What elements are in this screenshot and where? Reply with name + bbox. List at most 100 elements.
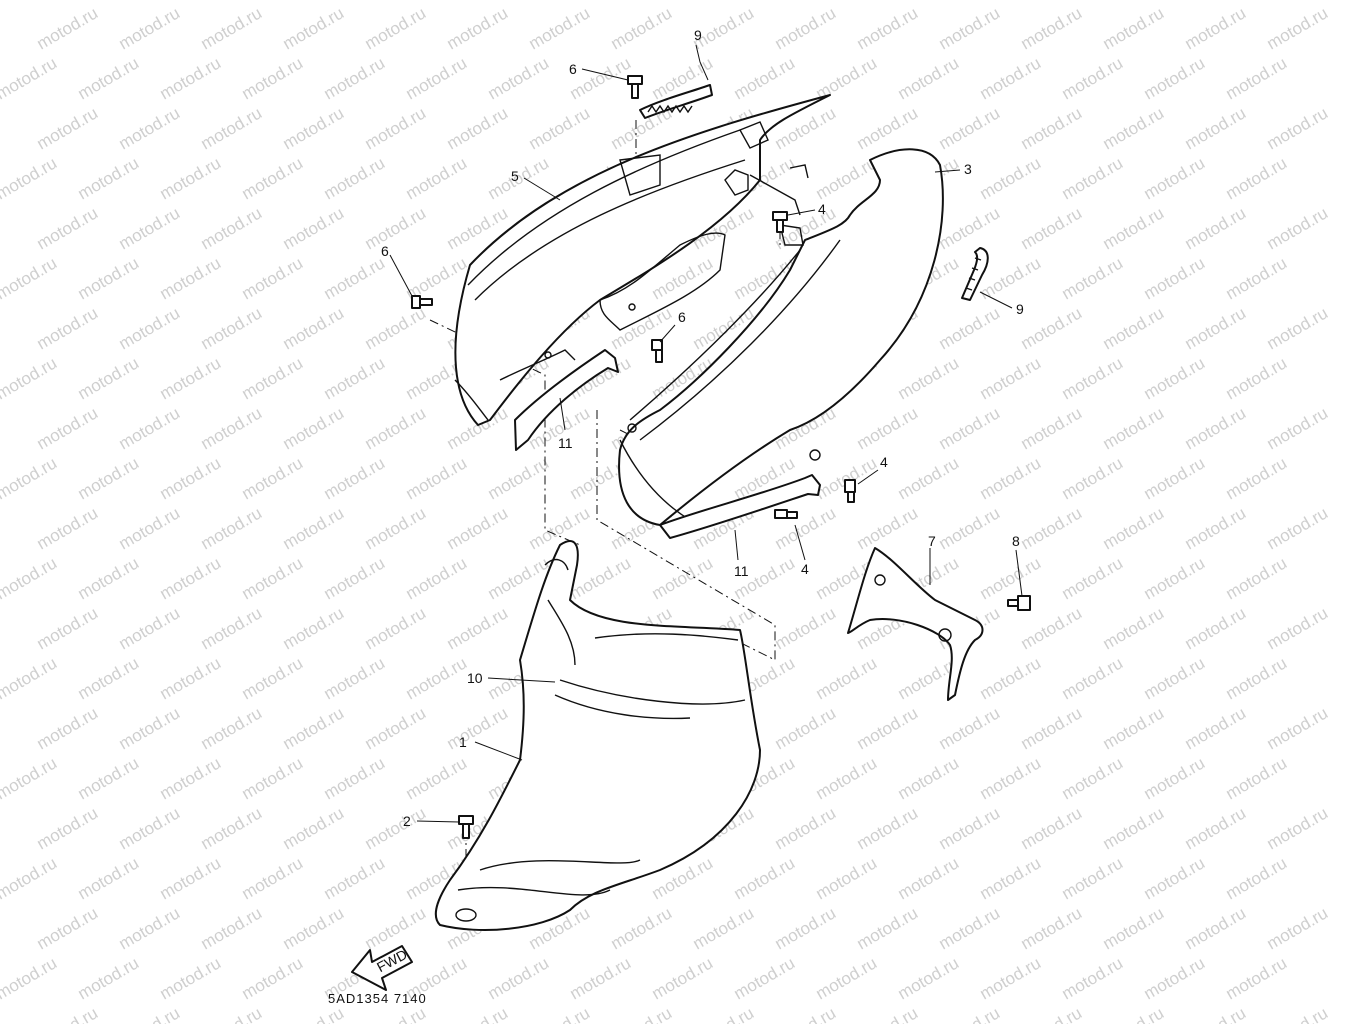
watermark-text: motod.ru <box>854 503 922 553</box>
watermark-text: motod.ru <box>0 0 60 3</box>
watermark-text: motod.ru <box>75 253 143 303</box>
callout-6: 6 <box>569 61 577 77</box>
watermark-text: motod.ru <box>34 203 102 253</box>
watermark-text: motod.ru <box>239 953 307 1003</box>
watermark-text: motod.ru <box>198 603 266 653</box>
watermark-text: motod.ru <box>813 653 881 703</box>
watermark-text: motod.ru <box>116 903 184 953</box>
watermark-text: motod.ru <box>895 0 963 3</box>
watermark-text: motod.ru <box>198 303 266 353</box>
watermark-text: motod.ru <box>157 953 225 1003</box>
watermark-text: motod.ru <box>649 953 717 1003</box>
watermark-text: motod.ru <box>116 803 184 853</box>
watermark-text: motod.ru <box>731 53 799 103</box>
bracket <box>847 547 984 701</box>
callout-6: 6 <box>381 243 389 259</box>
watermark-text: motod.ru <box>34 603 102 653</box>
watermark-text: motod.ru <box>157 453 225 503</box>
watermark-text: motod.ru <box>239 253 307 303</box>
watermark-text: motod.ru <box>936 903 1004 953</box>
watermark-text: motod.ru <box>321 653 389 703</box>
watermark-text: motod.ru <box>239 853 307 903</box>
watermark-text: motod.ru <box>403 153 471 203</box>
watermark-text: motod.ru <box>280 203 348 253</box>
watermark-text: motod.ru <box>649 0 717 3</box>
watermark-text: motod.ru <box>772 703 840 753</box>
watermark-text: motod.ru <box>321 853 389 903</box>
watermark-text: motod.ru <box>854 403 922 453</box>
watermark-text: motod.ru <box>813 953 881 1003</box>
fwd-arrow: FWD <box>351 945 413 991</box>
watermark-text: motod.ru <box>75 853 143 903</box>
watermark-text: motod.ru <box>1182 1003 1250 1024</box>
watermark-text: motod.ru <box>321 153 389 203</box>
watermark-text: motod.ru <box>1141 553 1209 603</box>
watermark-text: motod.ru <box>485 453 553 503</box>
watermark-text: motod.ru <box>1223 0 1291 3</box>
watermark-text: motod.ru <box>0 853 60 903</box>
watermark-text: motod.ru <box>116 503 184 553</box>
watermark-text: motod.ru <box>977 53 1045 103</box>
watermark-text: motod.ru <box>1018 103 1086 153</box>
watermark-text: motod.ru <box>1100 603 1168 653</box>
watermark-text: motod.ru <box>649 553 717 603</box>
watermark-text: motod.ru <box>1182 103 1250 153</box>
watermark-text: motod.ru <box>1100 103 1168 153</box>
watermark-text: motod.ru <box>280 503 348 553</box>
watermark-text: motod.ru <box>116 303 184 353</box>
watermark-text: motod.ru <box>34 803 102 853</box>
watermark-text: motod.ru <box>444 703 512 753</box>
watermark-text: motod.ru <box>1059 253 1127 303</box>
watermark-text: motod.ru <box>0 553 60 603</box>
watermark-text: motod.ru <box>1018 903 1086 953</box>
watermark-text: motod.ru <box>157 253 225 303</box>
watermark-text: motod.ru <box>1264 1003 1332 1024</box>
watermark-text: motod.ru <box>977 553 1045 603</box>
watermark-text: motod.ru <box>280 1003 348 1024</box>
watermark-text: motod.ru <box>526 3 594 53</box>
watermark-text: motod.ru <box>1100 803 1168 853</box>
watermark-text: motod.ru <box>116 3 184 53</box>
watermark-text: motod.ru <box>1141 453 1209 503</box>
watermark-text: motod.ru <box>772 3 840 53</box>
watermark-text: motod.ru <box>0 753 60 803</box>
watermark-text: motod.ru <box>75 953 143 1003</box>
watermark-text: motod.ru <box>977 753 1045 803</box>
watermark-text: motod.ru <box>936 803 1004 853</box>
watermark-text: motod.ru <box>34 303 102 353</box>
watermark-text: motod.ru <box>116 603 184 653</box>
watermark-text: motod.ru <box>0 53 60 103</box>
watermark-text: motod.ru <box>1182 303 1250 353</box>
watermark-text: motod.ru <box>731 853 799 903</box>
watermark-text: motod.ru <box>75 153 143 203</box>
watermark-text: motod.ru <box>526 103 594 153</box>
watermark-text: motod.ru <box>321 753 389 803</box>
watermark-text: motod.ru <box>239 153 307 203</box>
watermark-text: motod.ru <box>1018 403 1086 453</box>
callout-1: 1 <box>459 734 467 750</box>
watermark-text: motod.ru <box>1018 3 1086 53</box>
watermark-text: motod.ru <box>895 953 963 1003</box>
watermark-text: motod.ru <box>854 903 922 953</box>
watermark-text: motod.ru <box>813 853 881 903</box>
watermark-text: motod.ru <box>362 1003 430 1024</box>
watermark-text: motod.ru <box>116 703 184 753</box>
watermark-text: motod.ru <box>1223 653 1291 703</box>
watermark-text: motod.ru <box>362 403 430 453</box>
watermark-text: motod.ru <box>1223 553 1291 603</box>
watermark-text: motod.ru <box>772 1003 840 1024</box>
screw-8 <box>1007 595 1031 611</box>
watermark-text: motod.ru <box>280 403 348 453</box>
callout-11: 11 <box>558 435 573 451</box>
watermark-text: motod.ru <box>75 0 143 3</box>
watermark-text: motod.ru <box>1059 953 1127 1003</box>
watermark-text: motod.ru <box>198 703 266 753</box>
watermark-text: motod.ru <box>1141 353 1209 403</box>
watermark-text: motod.ru <box>485 53 553 103</box>
watermark-text: motod.ru <box>1100 1003 1168 1024</box>
watermark-text: motod.ru <box>1100 203 1168 253</box>
watermark-text: motod.ru <box>444 503 512 553</box>
watermark-text: motod.ru <box>75 653 143 703</box>
side-cover-lower <box>618 148 944 526</box>
